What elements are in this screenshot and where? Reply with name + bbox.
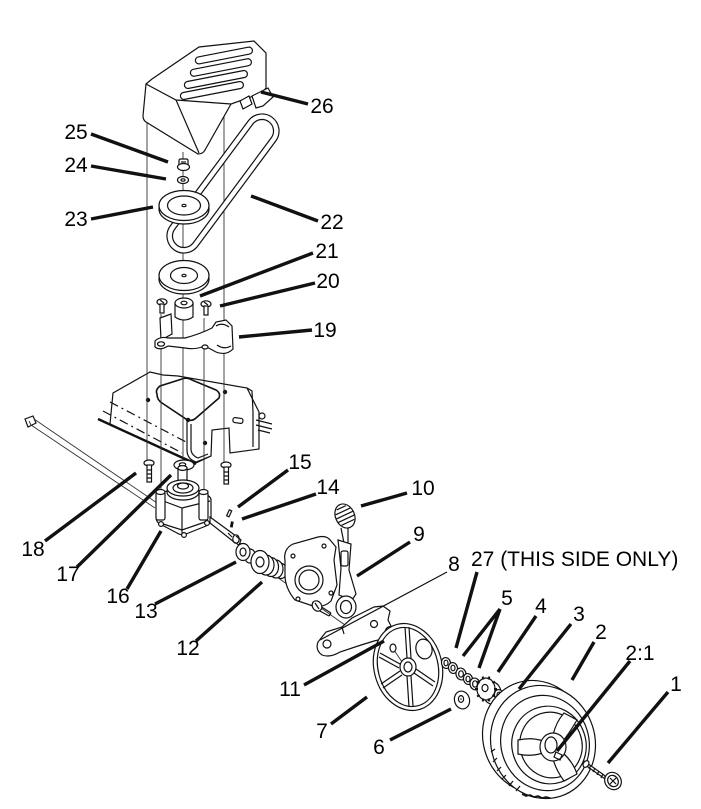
washer-part-24 xyxy=(176,175,190,185)
leader-line-16 xyxy=(125,530,163,590)
leader-line-22 xyxy=(250,194,319,223)
e-ring xyxy=(462,672,474,686)
tread-marks xyxy=(490,748,551,799)
part-label-4: 4 xyxy=(535,595,547,618)
lever-part-9 xyxy=(335,539,357,619)
part-label-14: 14 xyxy=(316,476,340,499)
leader-line-4 xyxy=(496,615,538,673)
drive-belt-part xyxy=(166,113,280,254)
part-label-7: 7 xyxy=(316,720,328,743)
part-label-25: 25 xyxy=(64,121,87,144)
part-label-13: 13 xyxy=(134,600,157,623)
plate-screw xyxy=(311,600,332,617)
leader-line-3 xyxy=(517,622,573,691)
part-label-23: 23 xyxy=(64,208,87,231)
leader-line-15 xyxy=(236,468,290,509)
pulley-part-23 xyxy=(158,189,210,225)
leader-line-25 xyxy=(90,132,169,164)
leader-line-24 xyxy=(90,164,167,181)
part-label-20: 20 xyxy=(316,270,339,293)
part-label-8: 8 xyxy=(448,553,460,576)
leader-line-10 xyxy=(360,491,408,508)
part-label-11: 11 xyxy=(279,678,301,701)
leader-line-2:1 xyxy=(555,659,632,753)
key-part-14 xyxy=(229,521,234,528)
part-label-5: 5 xyxy=(501,587,513,610)
pin-part-15 xyxy=(225,509,233,518)
deck-bolt-right xyxy=(220,461,232,485)
axle-shaft-part xyxy=(24,415,158,509)
part-label-22: 22 xyxy=(320,211,343,234)
gearbox-part-16 xyxy=(155,465,242,546)
leader-line-8 xyxy=(319,571,448,641)
part-label-12: 12 xyxy=(176,637,199,660)
part-label-10: 10 xyxy=(411,477,434,500)
washer xyxy=(447,661,459,675)
spoked-disc-part-7 xyxy=(372,622,444,712)
part-label-21: 21 xyxy=(315,240,338,263)
mount-bolt-right xyxy=(200,300,212,316)
part-label-16: 16 xyxy=(106,585,129,608)
leader-line-21 xyxy=(199,251,314,298)
leader-line-12 xyxy=(194,580,264,643)
bracket-part-19 xyxy=(154,313,234,355)
leader-line-2 xyxy=(570,641,596,681)
part-label-6: 6 xyxy=(373,736,385,759)
deck-housing-part xyxy=(97,371,273,466)
leader-line-14 xyxy=(241,492,317,521)
part-label-2:1: 2:1 xyxy=(625,642,654,665)
leader-line-11 xyxy=(303,639,385,687)
leader-line-6 xyxy=(389,707,452,742)
adjuster-knob-part-10 xyxy=(334,503,356,544)
leader-line-26 xyxy=(260,90,309,106)
pulley-part-21 xyxy=(158,259,210,295)
washer-chain xyxy=(440,656,481,691)
part-label-17: 17 xyxy=(56,563,79,586)
leader-line-13 xyxy=(154,560,237,606)
callout-layer: 122:134567891011121314151617181920212223… xyxy=(21,90,682,765)
gear-cover-plate xyxy=(284,535,338,608)
leader-line-23 xyxy=(90,205,154,221)
leader-line-27 xyxy=(454,571,479,649)
part-label-1: 1 xyxy=(670,673,682,696)
part-label-24: 24 xyxy=(64,154,88,177)
axle-bolt-part-1 xyxy=(582,760,622,791)
leader-line-19 xyxy=(238,328,313,339)
part-label-15: 15 xyxy=(288,451,311,474)
leader-line-1 xyxy=(606,690,670,765)
part-label-3: 3 xyxy=(573,603,585,626)
leader-line-9 xyxy=(356,540,411,578)
flange-bolt-part-25 xyxy=(176,158,191,172)
leader-line-20 xyxy=(219,281,316,308)
mount-bolt-left xyxy=(156,298,168,314)
leader-line-5 xyxy=(477,608,502,669)
leader-line-7 xyxy=(329,695,369,726)
leader-line-17 xyxy=(75,473,173,569)
deck-bolt-left xyxy=(143,459,155,483)
part-label-27: 27 (THIS SIDE ONLY) xyxy=(471,548,678,571)
part-label-26: 26 xyxy=(310,95,333,118)
belt-cover-part xyxy=(142,40,267,155)
wheel-part-2 xyxy=(481,679,597,800)
flat-washer-part-6 xyxy=(453,690,471,710)
part-label-2: 2 xyxy=(595,621,607,644)
part-label-9: 9 xyxy=(413,523,425,546)
spacer-part-20 xyxy=(174,297,194,321)
part-label-19: 19 xyxy=(313,319,336,342)
drive-drum-part-12 xyxy=(250,549,288,580)
leader-line-5 xyxy=(461,607,502,658)
support-plate-part-8 xyxy=(316,605,393,657)
part-label-18: 18 xyxy=(21,538,44,561)
leader-line-18 xyxy=(43,471,138,543)
